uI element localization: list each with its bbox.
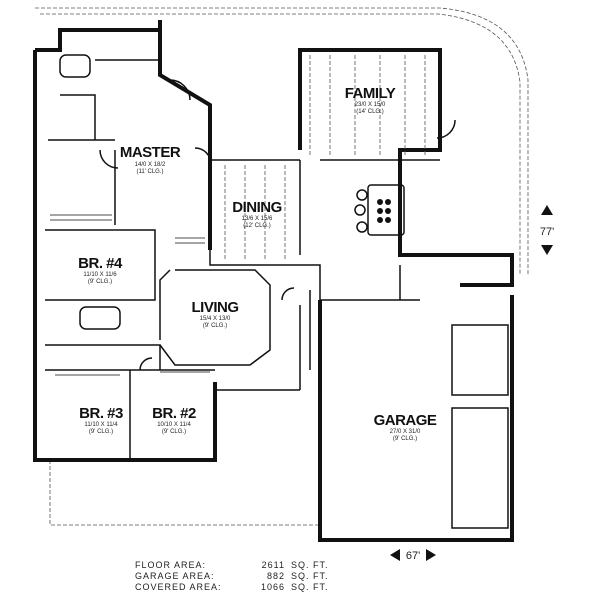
svg-text:(9' CLG.): (9' CLG.) (88, 279, 112, 285)
arrow-up-icon (541, 205, 553, 215)
ceiling-beams (224, 55, 426, 260)
rear-patio-outline (49, 460, 318, 526)
svg-text:(9' CLG.): (9' CLG.) (162, 429, 186, 435)
bathtub (79, 306, 121, 330)
svg-text:27/0 X 31/0: 27/0 X 31/0 (390, 429, 421, 435)
room-br2: BR. #2 10/10 X 11/4 (9' CLG.) (152, 405, 196, 435)
svg-text:(11' CLG.): (11' CLG.) (136, 169, 163, 175)
area-row-garage: GARAGE AREA: 882 SQ. FT. (135, 571, 329, 581)
svg-text:DINING: DINING (232, 199, 282, 216)
svg-text:(9' CLG.): (9' CLG.) (203, 323, 227, 329)
arrow-right-icon (426, 549, 436, 561)
door-swings (99, 79, 456, 371)
svg-text:14/0 X 18/2: 14/0 X 18/2 (135, 162, 166, 168)
svg-text:BR. #2: BR. #2 (152, 405, 196, 422)
room-living: LIVING 15/4 X 13/0 (9' CLG.) (191, 299, 239, 329)
svg-text:(14' CLG.): (14' CLG.) (356, 109, 384, 115)
garage-door (451, 407, 509, 529)
garage-door (451, 324, 509, 396)
cooktop (377, 199, 391, 223)
svg-text:67': 67' (406, 550, 420, 562)
room-br4: BR. #4 11/10 X 11/6 (9' CLG.) (78, 255, 123, 285)
svg-text:77': 77' (540, 226, 554, 238)
svg-text:11/10 X 11/6: 11/10 X 11/6 (83, 272, 117, 278)
bathtub (59, 54, 91, 78)
svg-text:BR. #4: BR. #4 (78, 255, 123, 272)
kitchen-island (367, 184, 405, 236)
exterior-wall (33, 20, 217, 462)
bar-stools (354, 189, 368, 233)
svg-text:GARAGE: GARAGE (374, 412, 437, 429)
svg-text:10/10 X 11/4: 10/10 X 11/4 (157, 422, 191, 428)
svg-text:BR. #3: BR. #3 (79, 405, 123, 422)
arrow-down-icon (541, 245, 553, 255)
svg-text:(9' CLG.): (9' CLG.) (89, 429, 113, 435)
svg-text:15/4 X 13/0: 15/4 X 13/0 (200, 316, 231, 322)
svg-text:(9' CLG.): (9' CLG.) (393, 436, 417, 442)
area-row-covered: COVERED AREA: 1066 SQ. FT. (135, 582, 329, 592)
svg-text:11/10 X 11/4: 11/10 X 11/4 (84, 422, 118, 428)
svg-text:13/6 X 15/6: 13/6 X 15/6 (242, 216, 273, 222)
svg-text:MASTER: MASTER (120, 144, 181, 161)
width-dimension: 67' (390, 549, 436, 562)
closet-shelves (50, 214, 210, 376)
interior-walls (45, 59, 440, 460)
room-garage: GARAGE 27/0 X 31/0 (9' CLG.) (374, 412, 438, 442)
svg-text:(12' CLG.): (12' CLG.) (243, 223, 271, 229)
svg-text:LIVING: LIVING (191, 299, 238, 316)
arrow-left-icon (390, 549, 400, 561)
room-dining: DINING 13/6 X 15/6 (12' CLG.) (232, 199, 282, 229)
room-family: FAMILY 23/0 X 15/0 (14' CLG.) (345, 85, 397, 115)
depth-dimension: 77' (540, 205, 554, 255)
svg-text:23/0 X 15/0: 23/0 X 15/0 (355, 102, 386, 108)
area-summary: FLOOR AREA: 2611 SQ. FT. GARAGE AREA: 88… (135, 560, 329, 593)
area-row-floor: FLOOR AREA: 2611 SQ. FT. (135, 560, 329, 570)
covered-porch-outline (35, 7, 529, 275)
svg-text:FAMILY: FAMILY (345, 85, 396, 102)
room-br3: BR. #3 11/10 X 11/4 (9' CLG.) (79, 405, 123, 435)
room-master: MASTER 14/0 X 18/2 (11' CLG.) (120, 144, 182, 175)
